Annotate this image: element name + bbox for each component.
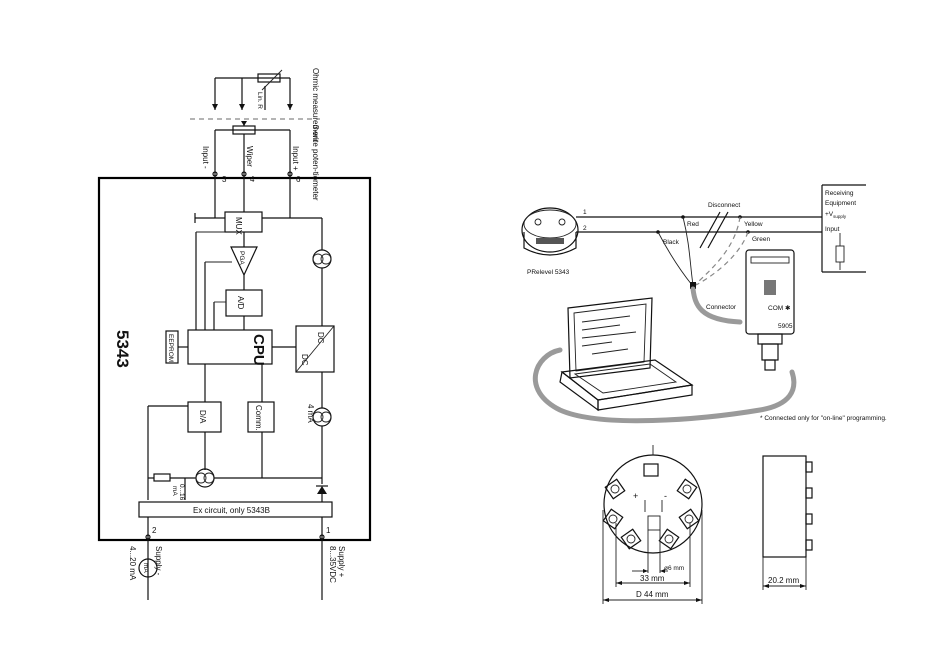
wire-2-label: 2 <box>583 225 587 232</box>
terminal-2 <box>145 534 151 540</box>
connector-label: Connector <box>706 304 737 311</box>
pga-amplifier <box>230 246 258 277</box>
terminal-4-label: 4 <box>250 175 255 184</box>
sense-resistor <box>153 473 171 482</box>
device-top-view <box>603 454 703 554</box>
loop-link-number: 5905 <box>778 323 793 330</box>
terminal-6-label: 6 <box>296 175 301 184</box>
diameter-dimension: D 44 mm <box>636 590 669 599</box>
footnote-label: * Connected only for "on-line" programmi… <box>760 415 887 422</box>
ohmic-measurement-label: Ohmic measurement <box>311 68 320 143</box>
voltage-range-label: 8...35VDC <box>328 546 337 583</box>
black-wire-label: Black <box>663 239 680 246</box>
red-wire-label: Red <box>687 221 699 228</box>
four-ma-label: 4 mA <box>306 404 315 423</box>
current-range-label: 4...20 mA <box>128 546 137 581</box>
current-source-upper <box>312 249 332 269</box>
terminal-1-label: 1 <box>326 526 331 535</box>
input-minus-label: Input - <box>201 146 210 169</box>
lin-r-label: Lin. R <box>256 92 263 109</box>
vsupply-label: +Vsupply <box>825 211 847 219</box>
width-33-dimension: 33 mm <box>640 574 665 583</box>
module-enclosure <box>97 176 372 542</box>
connection-diagram: Receiving Equipment +Vsupply Input 1 2 D… <box>521 184 887 424</box>
terminal-1 <box>319 534 325 540</box>
ohmic-resistor-symbol <box>212 69 293 110</box>
zero-16-label: 0...16 <box>178 484 185 501</box>
disconnect-label: Disconnect <box>708 202 740 209</box>
three-wire-pot-label: 3-wire poten-tiometer <box>311 125 320 201</box>
model-number: 5343 <box>113 330 132 368</box>
ad-label: A/D <box>236 296 245 310</box>
com-port-label: COM ✱ <box>768 304 791 312</box>
connector-plug <box>690 282 696 289</box>
wire-1-label: 1 <box>583 209 587 216</box>
terminal-2-label: 2 <box>152 526 157 535</box>
hole-dimension: ø6 mm <box>664 565 684 572</box>
dcdc-block <box>295 325 335 373</box>
comm-label: Comm. <box>254 405 263 431</box>
block-diagram: Lin. R Ohmic measurement 3-wire poten-ti… <box>97 68 372 600</box>
green-wire-label: Green <box>752 236 770 243</box>
ex-circuit-box <box>138 501 333 518</box>
dimension-drawing: + - D 44 mm 33 mm ø6 mm 20.2 mm <box>602 445 813 604</box>
diode-symbol <box>317 486 327 494</box>
plus-terminal-label: + <box>633 491 638 501</box>
svg-text:mA: mA <box>142 563 149 573</box>
laptop-computer <box>559 297 694 412</box>
receiving-label-1: Receiving <box>825 190 854 197</box>
current-source-4ma <box>312 407 332 427</box>
pga-label: PGA <box>238 251 245 265</box>
terminal-4 <box>241 171 247 177</box>
da-label: D/A <box>198 410 207 424</box>
supply-minus-label: Supply - <box>154 546 163 576</box>
input-plus-label: Input + <box>291 146 300 171</box>
ma-unit-label: mA <box>171 486 178 496</box>
wiper-label: Wiper <box>245 146 254 167</box>
terminal-6 <box>287 171 293 177</box>
device-label: PRelevel 5343 <box>527 269 570 276</box>
ex-circuit-label: Ex circuit, only 5343B <box>193 506 270 515</box>
terminal-3-label: 3 <box>222 175 227 184</box>
yellow-wire-label: Yellow <box>744 221 763 228</box>
minus-terminal-label: - <box>664 491 667 501</box>
device-side-view <box>762 455 807 558</box>
terminal-screws <box>602 463 700 550</box>
mux-label: MUX <box>234 217 243 235</box>
cpu-label: CPU <box>250 334 267 366</box>
potentiometer-symbol <box>214 121 291 178</box>
terminal-3 <box>212 171 218 177</box>
input-label: Input <box>825 226 840 233</box>
dc-bottom-label: DC <box>300 354 309 366</box>
eeprom-label: EEPROM <box>167 334 174 362</box>
receiving-label-2: Equipment <box>825 200 856 207</box>
comm-block <box>247 401 275 433</box>
dc-top-label: DC <box>316 332 325 344</box>
current-source-output <box>195 468 215 488</box>
serial-cable <box>532 347 797 424</box>
supply-plus-label: Supply + <box>337 546 346 578</box>
ma-meter: mA <box>138 558 158 578</box>
depth-dimension: 20.2 mm <box>768 576 799 585</box>
prelevel-device <box>521 207 580 256</box>
